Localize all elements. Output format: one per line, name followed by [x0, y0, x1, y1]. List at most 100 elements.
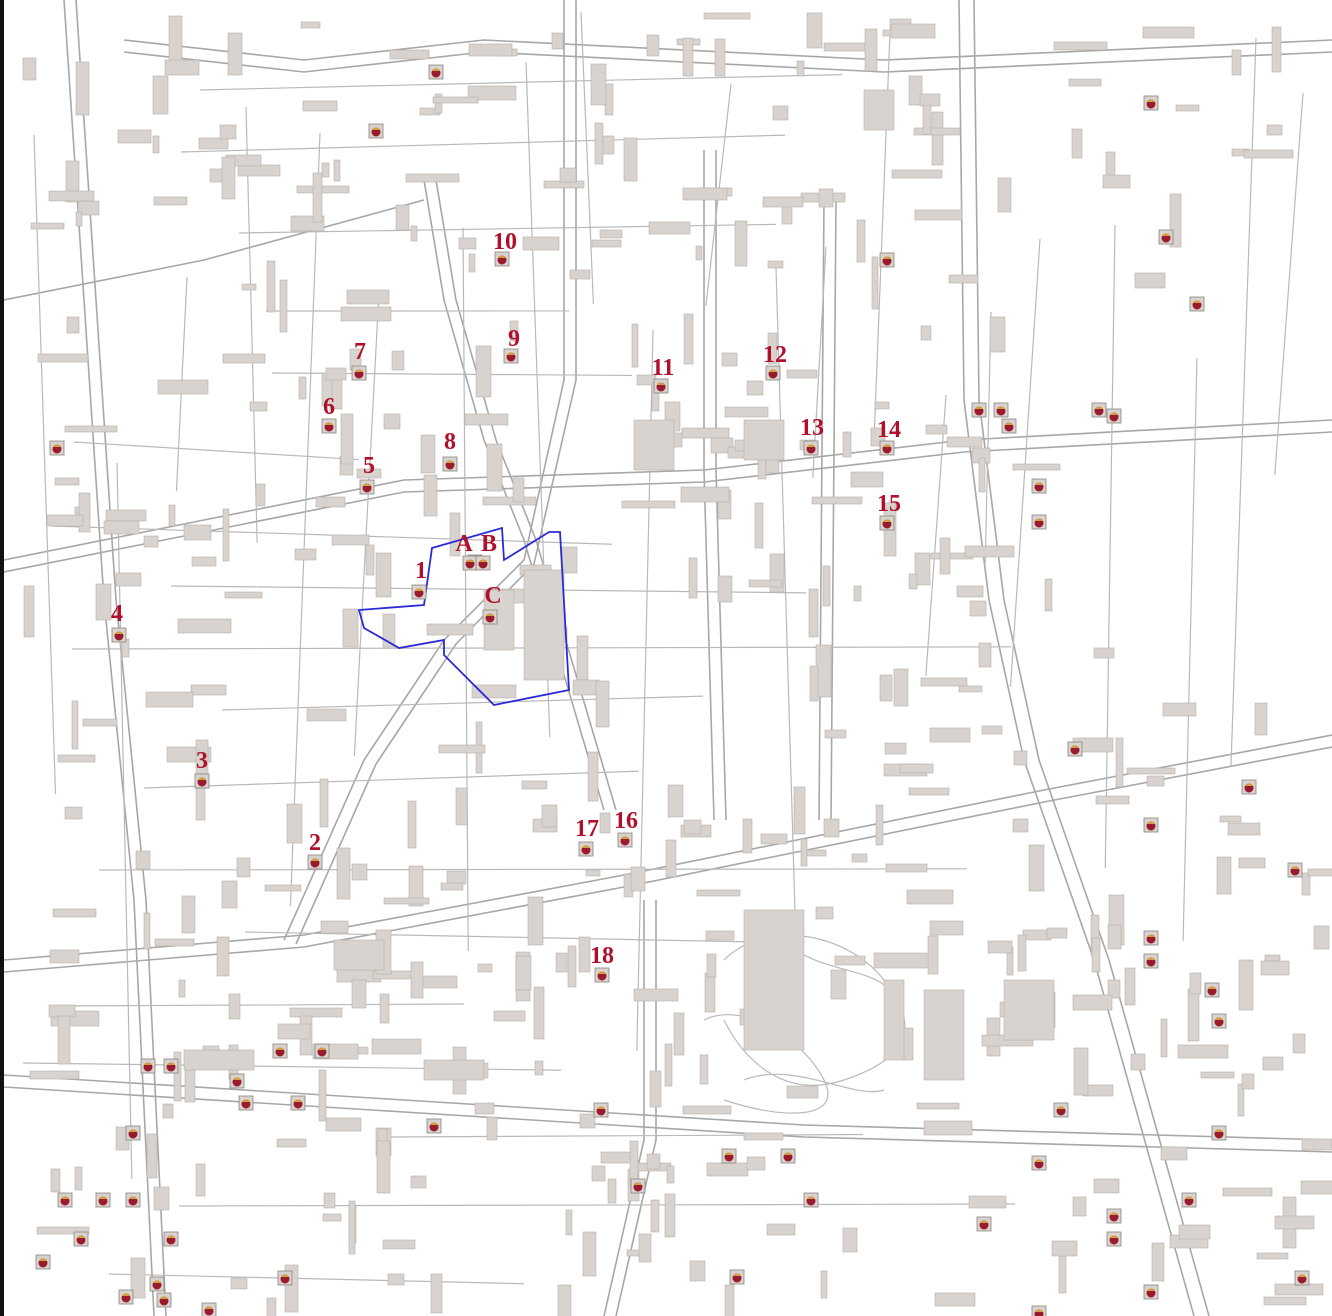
location-marker-icon[interactable] — [780, 1148, 796, 1164]
location-marker-icon[interactable] — [1143, 930, 1159, 946]
location-marker-icon[interactable] — [351, 365, 367, 381]
location-marker-icon[interactable] — [971, 402, 987, 418]
location-marker-icon[interactable] — [125, 1125, 141, 1141]
location-marker-icon[interactable] — [118, 1289, 134, 1305]
location-marker-icon[interactable] — [411, 584, 427, 600]
building — [279, 279, 288, 333]
location-marker-icon[interactable] — [721, 1148, 737, 1164]
location-marker-icon[interactable] — [475, 555, 491, 571]
location-marker-icon[interactable] — [1189, 296, 1205, 312]
location-marker-icon[interactable] — [307, 854, 323, 870]
location-marker-icon[interactable] — [1181, 1192, 1197, 1208]
location-marker-icon[interactable] — [729, 1269, 745, 1285]
building — [320, 920, 349, 934]
location-marker-icon[interactable] — [277, 1270, 293, 1286]
location-marker-icon[interactable] — [314, 1043, 330, 1059]
location-marker-icon[interactable] — [426, 1118, 442, 1134]
building — [230, 1277, 248, 1290]
location-marker-icon[interactable] — [95, 1192, 111, 1208]
location-marker-icon[interactable] — [1067, 741, 1083, 757]
location-marker-icon[interactable] — [1143, 95, 1159, 111]
location-marker-icon[interactable] — [879, 440, 895, 456]
location-marker-icon[interactable] — [1031, 514, 1047, 530]
location-marker-icon[interactable] — [879, 252, 895, 268]
building — [296, 185, 350, 194]
markers-layer — [35, 64, 1310, 1316]
location-marker-icon[interactable] — [879, 515, 895, 531]
location-marker-icon[interactable] — [149, 1276, 165, 1292]
location-marker-icon[interactable] — [1204, 982, 1220, 998]
location-marker-icon[interactable] — [1001, 418, 1017, 434]
location-marker-icon[interactable] — [359, 479, 375, 495]
location-marker-icon[interactable] — [1053, 1102, 1069, 1118]
location-marker-icon[interactable] — [49, 440, 65, 456]
street — [1104, 224, 1116, 869]
building — [809, 665, 819, 702]
location-marker-icon[interactable] — [111, 627, 127, 643]
location-marker-icon[interactable] — [1211, 1013, 1227, 1029]
location-marker-icon[interactable] — [617, 832, 633, 848]
location-marker-icon[interactable] — [442, 456, 458, 472]
location-marker-icon[interactable] — [503, 348, 519, 364]
location-marker-icon[interactable] — [163, 1058, 179, 1074]
location-marker-icon[interactable] — [428, 64, 444, 80]
location-marker-icon[interactable] — [368, 123, 384, 139]
location-marker-icon[interactable] — [272, 1043, 288, 1059]
location-marker-icon[interactable] — [482, 609, 498, 625]
location-marker-icon[interactable] — [1091, 402, 1107, 418]
location-marker-icon[interactable] — [290, 1095, 306, 1111]
location-marker-icon[interactable] — [976, 1216, 992, 1232]
location-marker-icon[interactable] — [1031, 478, 1047, 494]
location-marker-icon[interactable] — [1106, 408, 1122, 424]
location-marker-icon[interactable] — [35, 1254, 51, 1270]
building — [884, 742, 907, 755]
location-marker-icon[interactable] — [1294, 1270, 1310, 1286]
location-marker-icon[interactable] — [321, 418, 337, 434]
location-marker-icon[interactable] — [1106, 1208, 1122, 1224]
location-marker-icon[interactable] — [229, 1073, 245, 1089]
location-marker-icon[interactable] — [803, 1192, 819, 1208]
location-marker-icon[interactable] — [494, 251, 510, 267]
building — [319, 778, 329, 828]
building — [696, 889, 741, 897]
building — [1177, 1044, 1229, 1059]
building — [105, 509, 147, 522]
building — [724, 406, 769, 418]
location-marker-icon[interactable] — [1143, 1284, 1159, 1300]
location-marker-icon[interactable] — [765, 365, 781, 381]
location-marker-icon[interactable] — [1143, 953, 1159, 969]
location-marker-icon[interactable] — [201, 1302, 217, 1316]
location-marker-icon[interactable] — [462, 555, 478, 571]
location-marker-icon[interactable] — [578, 841, 594, 857]
location-marker-icon[interactable] — [1031, 1305, 1047, 1316]
building — [183, 524, 212, 541]
location-marker-icon[interactable] — [1241, 779, 1257, 795]
location-marker-icon[interactable] — [125, 1192, 141, 1208]
location-marker-icon[interactable] — [1106, 1231, 1122, 1247]
location-marker-icon[interactable] — [593, 1102, 609, 1118]
location-marker-icon[interactable] — [803, 440, 819, 456]
location-marker-icon[interactable] — [57, 1192, 73, 1208]
building — [493, 1010, 526, 1022]
location-marker-icon[interactable] — [1211, 1125, 1227, 1141]
location-marker-icon[interactable] — [163, 1231, 179, 1247]
building — [1219, 815, 1242, 823]
location-marker-icon[interactable] — [1143, 817, 1159, 833]
location-marker-icon[interactable] — [630, 1178, 646, 1194]
location-marker-icon[interactable] — [653, 378, 669, 394]
location-marker-icon[interactable] — [73, 1231, 89, 1247]
location-marker-icon[interactable] — [594, 967, 610, 983]
building — [464, 413, 509, 426]
location-marker-icon[interactable] — [140, 1058, 156, 1074]
location-marker-icon[interactable] — [993, 402, 1009, 418]
location-marker-icon[interactable] — [1031, 1155, 1047, 1171]
location-marker-icon[interactable] — [1158, 229, 1174, 245]
location-marker-icon[interactable] — [1287, 862, 1303, 878]
location-marker-icon[interactable] — [156, 1292, 172, 1308]
building — [376, 1140, 391, 1194]
location-marker-icon[interactable] — [238, 1095, 254, 1111]
location-marker-icon[interactable] — [194, 773, 210, 789]
building — [221, 880, 238, 909]
building — [228, 993, 241, 1020]
building — [306, 708, 347, 722]
